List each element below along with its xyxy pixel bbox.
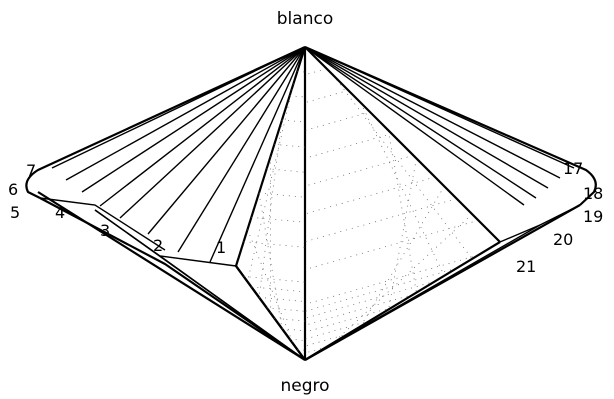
- hue-label-18: 18: [583, 184, 603, 203]
- hue-label-17: 17: [563, 159, 583, 178]
- right-hue-planes: [305, 47, 580, 360]
- solid-outline: [26, 47, 595, 360]
- apex-top-label: blanco: [277, 9, 333, 29]
- grey-axis: [236, 47, 305, 360]
- hue-label-3: 3: [100, 221, 110, 240]
- dotted-lattice: [244, 69, 479, 353]
- apex-bottom-label: negro: [280, 376, 329, 396]
- hue-label-5: 5: [10, 203, 20, 222]
- hue-label-20: 20: [553, 230, 573, 249]
- hue-label-19: 19: [583, 207, 603, 226]
- hue-label-7: 7: [26, 161, 36, 180]
- hue-label-1: 1: [216, 238, 226, 257]
- hue-label-2: 2: [153, 236, 163, 255]
- hue-label-6: 6: [8, 180, 18, 199]
- hue-label-4: 4: [55, 203, 65, 222]
- hue-label-21: 21: [516, 257, 536, 276]
